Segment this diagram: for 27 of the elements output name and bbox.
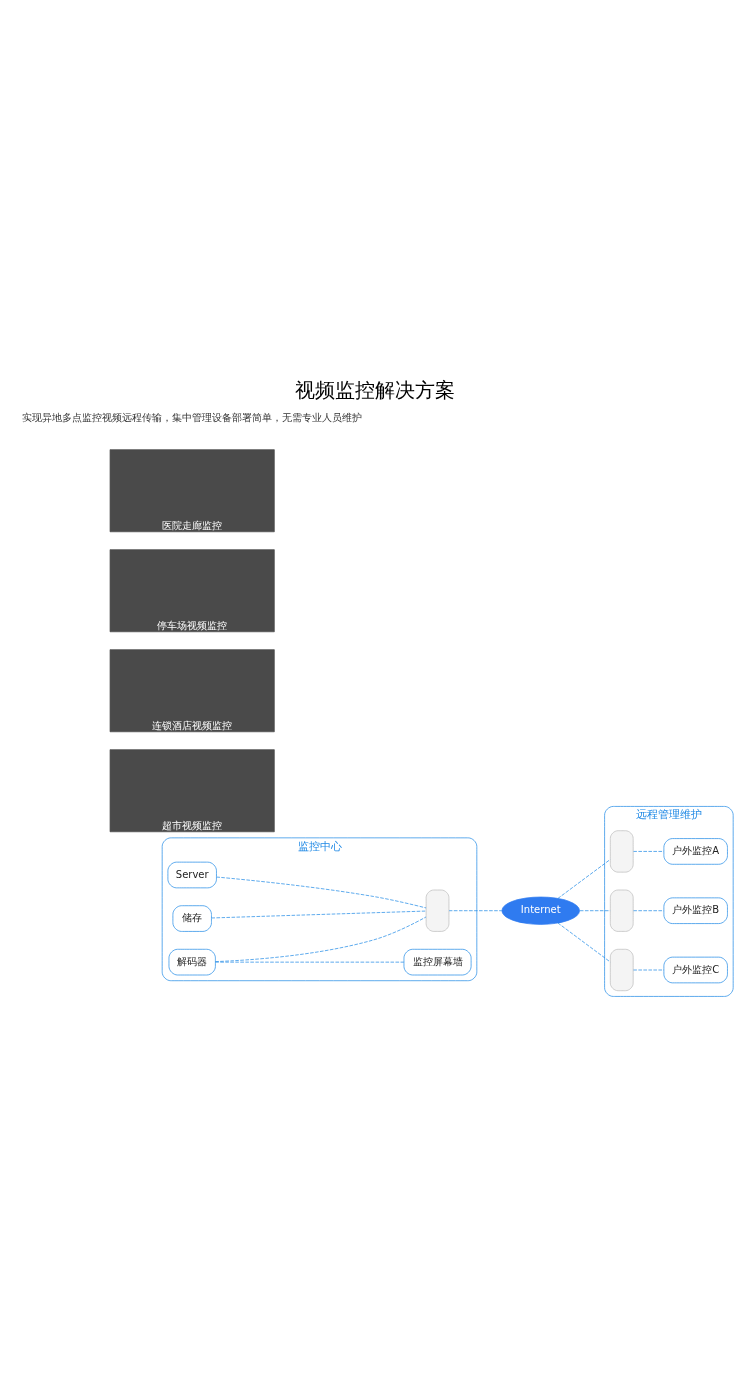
connector — [211, 910, 427, 919]
node-box: 解码器 — [168, 948, 216, 976]
connector — [215, 916, 427, 962]
node-box — [609, 889, 634, 932]
node-box: 储存 — [172, 905, 212, 932]
node-box: 医院走廊监控 — [109, 449, 275, 533]
connector — [448, 910, 502, 912]
connector — [216, 876, 427, 909]
node-box: 户外监控A — [663, 838, 728, 865]
connector — [579, 910, 611, 912]
diagram-title: 视频监控解决方案 — [295, 377, 455, 402]
node-ellipse: Internet — [501, 896, 580, 925]
node-box: 监控屏幕墙 — [403, 948, 472, 976]
connector — [215, 961, 405, 963]
connector — [633, 851, 665, 852]
node-box: 超市视频监控 — [109, 749, 275, 833]
connector — [557, 859, 611, 899]
node-box — [425, 889, 450, 932]
node-box: 连锁酒店视频监控 — [109, 649, 275, 733]
node-box: 户外监控B — [663, 897, 728, 924]
node-box — [609, 948, 634, 992]
node-box — [609, 830, 634, 873]
label: 实现异地多点监控视频远程传输，集中管理设备部署简单，无需专业人员维护 — [22, 412, 363, 424]
node-box: 停车场视频监控 — [109, 549, 275, 633]
connector — [557, 922, 611, 963]
node-box: 户外监控C — [663, 956, 728, 984]
node-box: Server — [167, 861, 217, 889]
